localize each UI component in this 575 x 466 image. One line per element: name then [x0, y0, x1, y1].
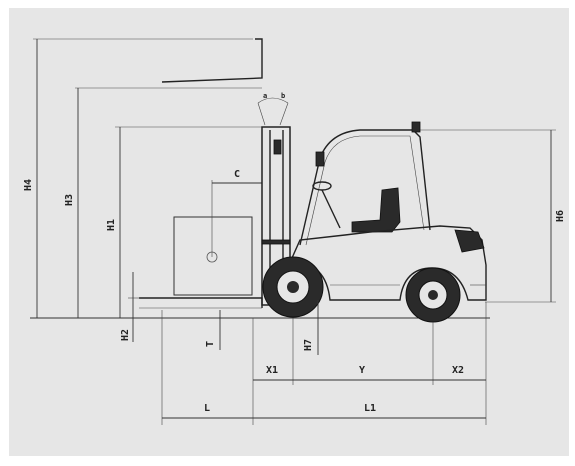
- h1-label: H1: [106, 219, 117, 231]
- h6-label: H6: [555, 210, 566, 222]
- c-label: C: [234, 169, 240, 180]
- chassis-body: [291, 225, 487, 301]
- rear-wheel-hub: [428, 290, 438, 300]
- overhead-guard-inner: [305, 135, 425, 246]
- tilt-label-b: b: [281, 92, 285, 100]
- x1-label: X1: [266, 365, 278, 376]
- tilt-line-b: [279, 102, 289, 126]
- raised-fork: [161, 38, 263, 83]
- h4-label: H4: [23, 179, 34, 191]
- front-wheel-hub: [287, 281, 299, 293]
- l1-label: L1: [364, 403, 376, 414]
- steering-column: [321, 189, 341, 229]
- l-label: L: [204, 403, 210, 414]
- mast-crossbar: [261, 239, 291, 245]
- t-label: T: [205, 341, 216, 347]
- mirror: [315, 151, 325, 167]
- steering-wheel: [312, 181, 332, 191]
- h3-label: H3: [64, 194, 75, 206]
- tilt-line-a: [257, 102, 266, 126]
- diagram-background: [9, 8, 569, 456]
- tilt-angle-arc: [257, 97, 289, 104]
- roof-light: [411, 121, 421, 133]
- load-box: [173, 216, 253, 296]
- h2-label: H2: [120, 329, 131, 341]
- y-label: Y: [359, 365, 365, 376]
- x2-label: X2: [452, 365, 464, 376]
- tilt-label-a: a: [263, 92, 267, 100]
- mast-chain-block: [273, 139, 282, 155]
- h7-label: H7: [303, 339, 314, 351]
- counterweight: [454, 229, 485, 253]
